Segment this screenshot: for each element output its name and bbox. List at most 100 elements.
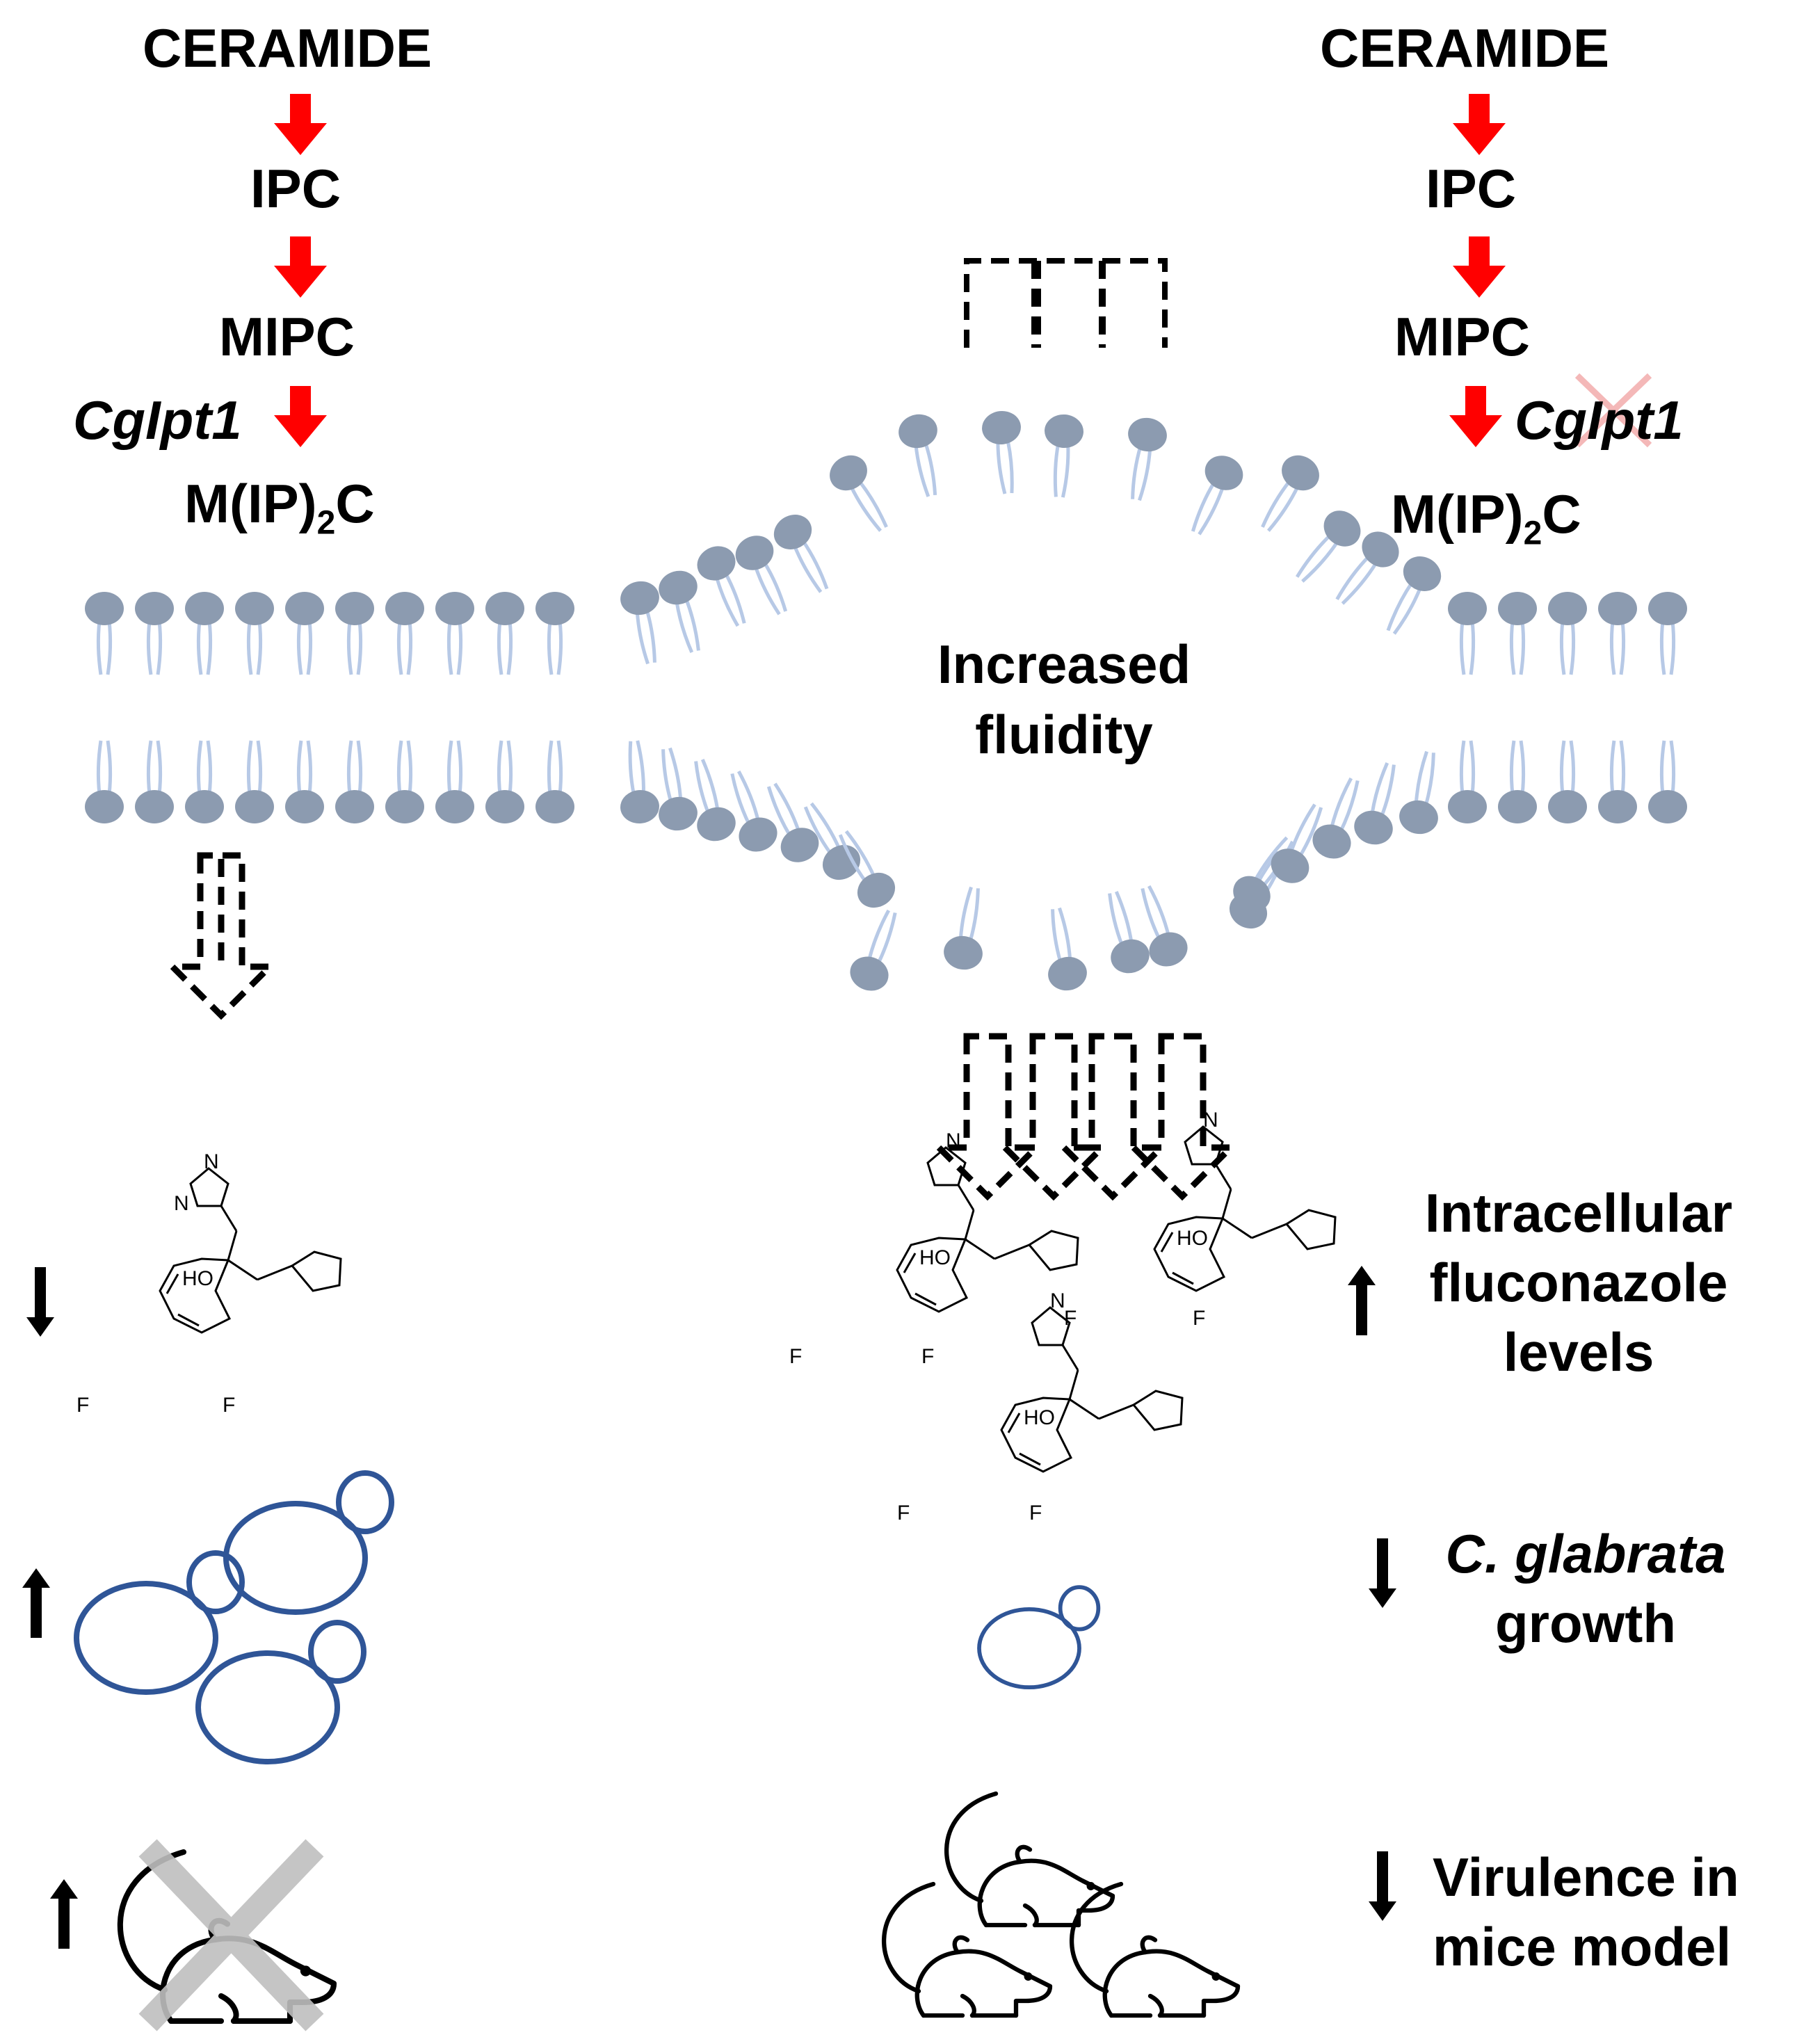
growth-outcome-label: C. glabrata growth	[1412, 1520, 1759, 1659]
lipid-molecule	[85, 592, 124, 675]
lipid-molecule	[385, 741, 424, 823]
svg-text:F: F	[921, 1345, 934, 1368]
left-pathway-arrows	[274, 94, 327, 447]
lipid-molecule	[335, 592, 374, 675]
lipid-molecule	[1598, 741, 1637, 823]
svg-text:N: N	[946, 1129, 961, 1152]
mip2c-suffix: C	[335, 473, 375, 534]
lipid-molecule	[647, 746, 700, 834]
lipid-molecule	[435, 741, 474, 823]
svg-text:HO: HO	[182, 1267, 213, 1290]
svg-text:F: F	[223, 1394, 235, 1417]
lipid-molecule	[1548, 592, 1587, 675]
lipid-molecule	[285, 741, 324, 823]
mip2c-subscript: 2	[316, 504, 336, 542]
svg-text:N: N	[1050, 1289, 1065, 1312]
left-mip2c-label: M(IP)2C	[184, 476, 375, 540]
lipid-molecule	[485, 741, 524, 823]
right-mip2c-label: M(IP)2C	[1391, 487, 1581, 551]
svg-text:F: F	[789, 1345, 802, 1368]
left-mipc-label: MIPC	[219, 306, 355, 367]
lipid-molecule	[845, 905, 910, 996]
down-arrow-icon	[1369, 1851, 1396, 1921]
dashed-arrow-icon	[172, 855, 270, 1015]
lipid-molecule	[285, 592, 324, 675]
up-arrow-icon	[1348, 1266, 1376, 1335]
chem-labels: N N HO F F N HO F F N HO F F N HO F F	[76, 1109, 1218, 1524]
up-arrow-icon	[50, 1879, 78, 1949]
pathway-arrow-icon	[274, 236, 327, 298]
mouse-icon	[1072, 1884, 1238, 2015]
mip2c-prefix: M(IP)	[1391, 483, 1524, 545]
dashed-arrow-icon	[1064, 1036, 1161, 1196]
lipid-molecule	[1396, 749, 1449, 837]
growth-line2: growth	[1495, 1592, 1676, 1654]
lipid-molecule	[135, 592, 174, 675]
left-ceramide-label: CERAMIDE	[143, 17, 433, 79]
yeast-cell-icon	[979, 1587, 1098, 1687]
pathway-arrow-icon	[1453, 236, 1506, 298]
left-gene-label: CgIpt1	[73, 389, 242, 451]
up-arrow-icon	[22, 1568, 50, 1638]
lipid-molecule	[1598, 592, 1637, 675]
lipid-molecule	[485, 592, 524, 675]
lipid-molecule	[1351, 759, 1410, 848]
cross-icon	[138, 1839, 324, 2031]
lipid-molecule	[896, 411, 951, 500]
fluidity-label: Increased fluidity	[911, 629, 1217, 771]
fluidity-line1: Increased	[937, 634, 1191, 695]
svg-text:F: F	[76, 1394, 89, 1417]
svg-text:HO: HO	[1024, 1406, 1055, 1429]
gene-deletion-cross-icon	[1574, 373, 1652, 448]
lipid-molecule	[1498, 592, 1537, 675]
fluidity-line2: fluidity	[975, 704, 1153, 766]
virulence-line2: mice model	[1433, 1915, 1732, 1977]
svg-text:F: F	[1029, 1502, 1042, 1524]
lipid-molecule	[1648, 592, 1687, 675]
lipid-molecule	[823, 449, 901, 540]
lipid-molecule	[1178, 449, 1248, 541]
virulence-outcome-label: Virulence in mice model	[1433, 1843, 1739, 1982]
mip2c-prefix: M(IP)	[184, 473, 317, 534]
lipid-molecule	[1040, 413, 1084, 499]
lipid-molecule	[981, 409, 1028, 495]
dashed-top-bracket	[964, 258, 1168, 348]
svg-text:HO: HO	[1177, 1227, 1208, 1250]
lipid-molecule	[1249, 449, 1326, 540]
fluconazole-outcome-label: Intracellular fluconazole levels	[1391, 1179, 1766, 1387]
svg-text:F: F	[1064, 1307, 1077, 1330]
svg-text:N: N	[204, 1150, 219, 1173]
lipid-molecule	[135, 741, 174, 823]
pathway-arrow-icon	[274, 386, 327, 447]
lipid-molecule	[235, 592, 274, 675]
lipid-molecule	[335, 741, 374, 823]
growth-line1: C. glabrata	[1445, 1523, 1726, 1584]
right-ceramide-label: CERAMIDE	[1320, 17, 1610, 79]
right-pathway-arrows	[1449, 94, 1506, 447]
mip2c-suffix: C	[1542, 483, 1581, 545]
lipid-molecule	[85, 741, 124, 823]
svg-text:HO: HO	[919, 1246, 951, 1269]
lipid-molecule	[435, 592, 474, 675]
pathway-arrow-icon	[1449, 386, 1502, 447]
fluconazole-line1: Intracellular	[1424, 1182, 1733, 1244]
down-arrow-icon	[26, 1267, 54, 1337]
lipid-molecule	[1648, 741, 1687, 823]
fluconazole-line2: fluconazole	[1429, 1251, 1728, 1313]
lipid-molecule	[185, 741, 224, 823]
yeast-cell-icon	[226, 1473, 392, 1612]
lipid-molecule	[1117, 415, 1170, 504]
fluconazole-molecule-icon	[1153, 1125, 1337, 1292]
fluconazole-molecule-icon	[1000, 1306, 1184, 1473]
lipid-molecule	[1548, 741, 1587, 823]
svg-text:N: N	[1203, 1109, 1218, 1132]
lipid-molecule	[535, 592, 574, 675]
svg-text:F: F	[1193, 1307, 1205, 1330]
lipid-molecule	[1448, 592, 1487, 675]
lipid-molecule	[385, 592, 424, 675]
right-dashed-arrows	[939, 1036, 1231, 1196]
pathway-arrow-icon	[1453, 94, 1506, 155]
lipid-molecule	[1448, 741, 1487, 823]
right-gene-label: CgIpt1	[1515, 389, 1684, 451]
